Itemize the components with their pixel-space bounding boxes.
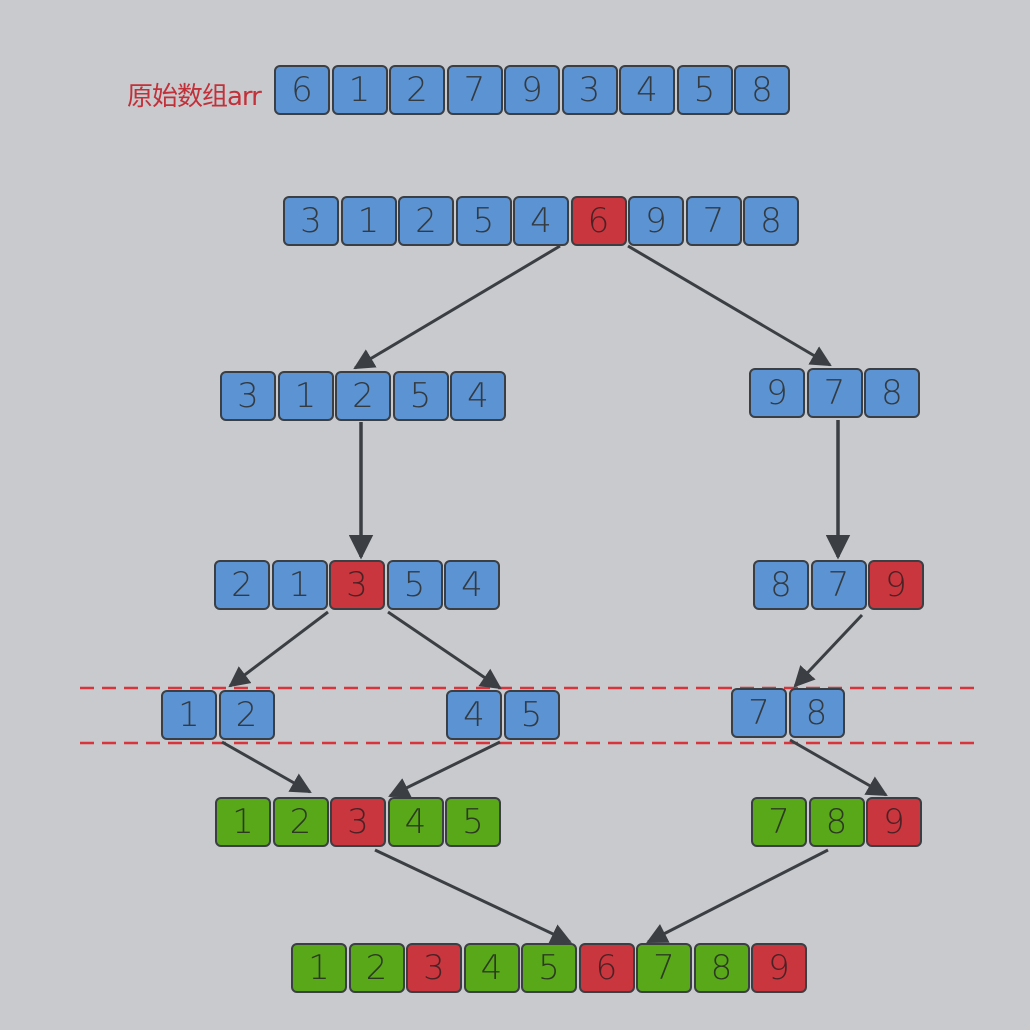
array-cell: 8 (788, 688, 845, 738)
array-cell: 9 (868, 560, 924, 610)
array-cell: 9 (504, 65, 560, 115)
array-cell: 2 (214, 560, 270, 610)
arrow-left-2-to-left-left (228, 610, 329, 688)
array-cell: 5 (503, 690, 560, 740)
array-cell: 1 (271, 560, 328, 610)
array-cell: 7 (446, 65, 503, 115)
array-cell: 5 (676, 65, 733, 115)
array-cell: 8 (693, 943, 750, 993)
array-cell: 2 (398, 196, 454, 246)
array-cell: 1 (161, 690, 217, 740)
arrow-partition-1-to-left-1 (353, 244, 561, 370)
array-cell: 7 (806, 368, 863, 418)
array-cell: 4 (444, 560, 500, 610)
array-cell: 4 (387, 797, 444, 847)
array-cell: 4 (446, 690, 502, 740)
array-cell: 7 (685, 196, 742, 246)
arrow-left-right-to-left-merged (388, 740, 501, 798)
array-cell: 2 (335, 371, 391, 421)
array-cell: 3 (330, 797, 386, 847)
array-cell: 8 (743, 196, 799, 246)
array-cell: 3 (561, 65, 618, 115)
array-cell: 1 (277, 371, 334, 421)
array-cell: 6 (578, 943, 635, 993)
array-cell: 1 (291, 943, 347, 993)
array-cell: 4 (619, 65, 675, 115)
arrow-partition-1-to-right-1 (627, 244, 832, 367)
arrow-right-left-to-right-merged (789, 738, 888, 797)
array-cell: 3 (220, 371, 276, 421)
array-cell: 8 (808, 797, 865, 847)
array-cell: 5 (386, 560, 443, 610)
array-cell: 6 (274, 65, 330, 115)
array-cell: 1 (215, 797, 271, 847)
array-cell: 6 (570, 196, 627, 246)
array-cell: 3 (406, 943, 462, 993)
array-cell: 7 (751, 797, 807, 847)
array-cell: 9 (751, 943, 807, 993)
array-cell: 3 (283, 196, 339, 246)
array-cell: 1 (331, 65, 388, 115)
array-cell: 7 (636, 943, 692, 993)
array-cell: 9 (749, 368, 805, 418)
array-cell: 3 (329, 560, 385, 610)
arrow-left-2-to-left-right (387, 610, 502, 690)
arrow-right-2-to-right-left (793, 613, 864, 688)
array-cell: 5 (521, 943, 577, 993)
array-cell: 5 (455, 196, 512, 246)
array-cell: 8 (864, 368, 920, 418)
array-cell: 2 (272, 797, 329, 847)
arrow-right-merged-to-final (646, 848, 829, 944)
array-cell: 4 (513, 196, 569, 246)
array-cell: 9 (866, 797, 922, 847)
array-cell: 7 (731, 688, 787, 738)
array-cell: 2 (389, 65, 445, 115)
array-cell: 4 (463, 943, 520, 993)
array-cell: 2 (218, 690, 275, 740)
array-cell: 4 (450, 371, 506, 421)
arrow-left-merged-to-final (374, 848, 572, 944)
array-cell: 5 (445, 797, 501, 847)
array-cell: 2 (348, 943, 405, 993)
array-cell: 8 (734, 65, 790, 115)
array-cell: 8 (753, 560, 809, 610)
original-array-label: 原始数组arr (127, 82, 262, 112)
array-cell: 7 (810, 560, 867, 610)
array-cell: 9 (628, 196, 684, 246)
arrow-left-left-to-left-merged (221, 740, 312, 794)
array-cell: 5 (392, 371, 449, 421)
array-cell: 1 (340, 196, 397, 246)
